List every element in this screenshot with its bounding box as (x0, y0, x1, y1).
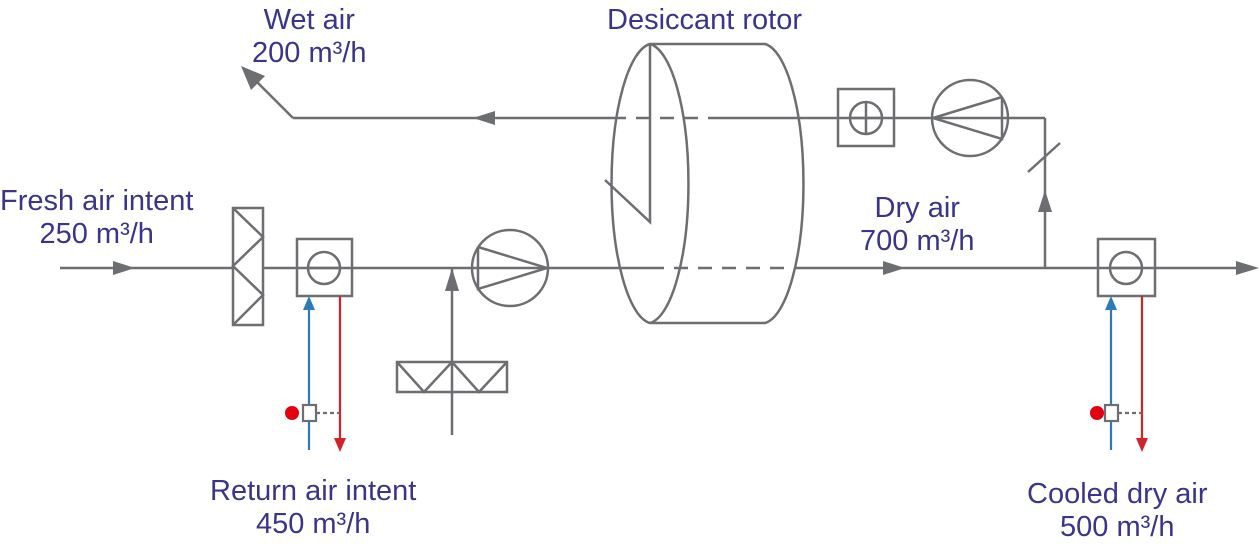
wet-air-outlet-line (252, 77, 294, 119)
desiccant-rotor-icon (610, 42, 805, 325)
dry-air-arrow-icon (883, 261, 905, 275)
cooled-dry-air-flow: 500 m³/h (1060, 511, 1175, 543)
cooler-valve-icon (1103, 403, 1120, 423)
cooled-dry-air-label: Cooled dry air 500 m³/h (1027, 478, 1208, 544)
cooler-return-arrow-icon (1136, 438, 1148, 452)
preheat-supply-arrow-icon (303, 296, 315, 310)
desiccant-rotor-name: Desiccant rotor (607, 4, 803, 36)
dry-air-flow: 700 m³/h (860, 225, 975, 257)
dry-air-name: Dry air (874, 192, 960, 224)
bypass-arrow-icon (1038, 190, 1052, 212)
preheat-coil-icon (295, 237, 354, 298)
wet-air-label: Wet air 200 m³/h (252, 4, 366, 70)
fresh-air-flow: 250 m³/h (39, 218, 154, 250)
regeneration-heater-icon (836, 87, 896, 148)
wet-air-flow: 200 m³/h (252, 37, 367, 69)
rotor-seal-icon (604, 44, 652, 225)
return-filter-zigzag-icon (396, 360, 508, 394)
return-air-arrow-icon (445, 268, 459, 291)
supply-fan-blade-icon (476, 245, 552, 291)
return-air-flow: 450 m³/h (255, 508, 371, 540)
fresh-air-name: Fresh air intent (0, 185, 194, 217)
wet-air-name: Wet air (263, 4, 355, 36)
wet-air-arrow-icon (473, 111, 495, 125)
fresh-air-filter-icon (231, 206, 265, 327)
fresh-air-label: Fresh air intent 250 m³/h (0, 185, 193, 251)
preheat-valve-dot-icon (285, 406, 299, 420)
dry-air-label: Dry air 700 m³/h (860, 192, 974, 258)
cooled-dry-air-name: Cooled dry air (1027, 478, 1208, 510)
preheat-valve-icon (301, 403, 318, 423)
fresh-air-arrow-icon (113, 261, 135, 275)
preheat-return-arrow-icon (334, 438, 346, 452)
wet-air-outlet-arrow-icon (241, 66, 265, 90)
damper-icon (1027, 142, 1061, 173)
after-cooler-coil-icon (1096, 237, 1157, 298)
desiccant-rotor-label: Desiccant rotor (607, 4, 802, 37)
cooler-valve-dot-icon (1090, 406, 1104, 420)
rotor-face-icon (649, 42, 690, 325)
return-air-name: Return air intent (210, 475, 417, 507)
outlet-arrow-icon (1236, 261, 1259, 275)
return-air-label: Return air intent 450 m³/h (210, 475, 416, 541)
cooler-supply-arrow-icon (1105, 296, 1117, 310)
filter-zigzag-icon (231, 207, 265, 326)
regeneration-fan-blade-icon (928, 95, 1004, 141)
